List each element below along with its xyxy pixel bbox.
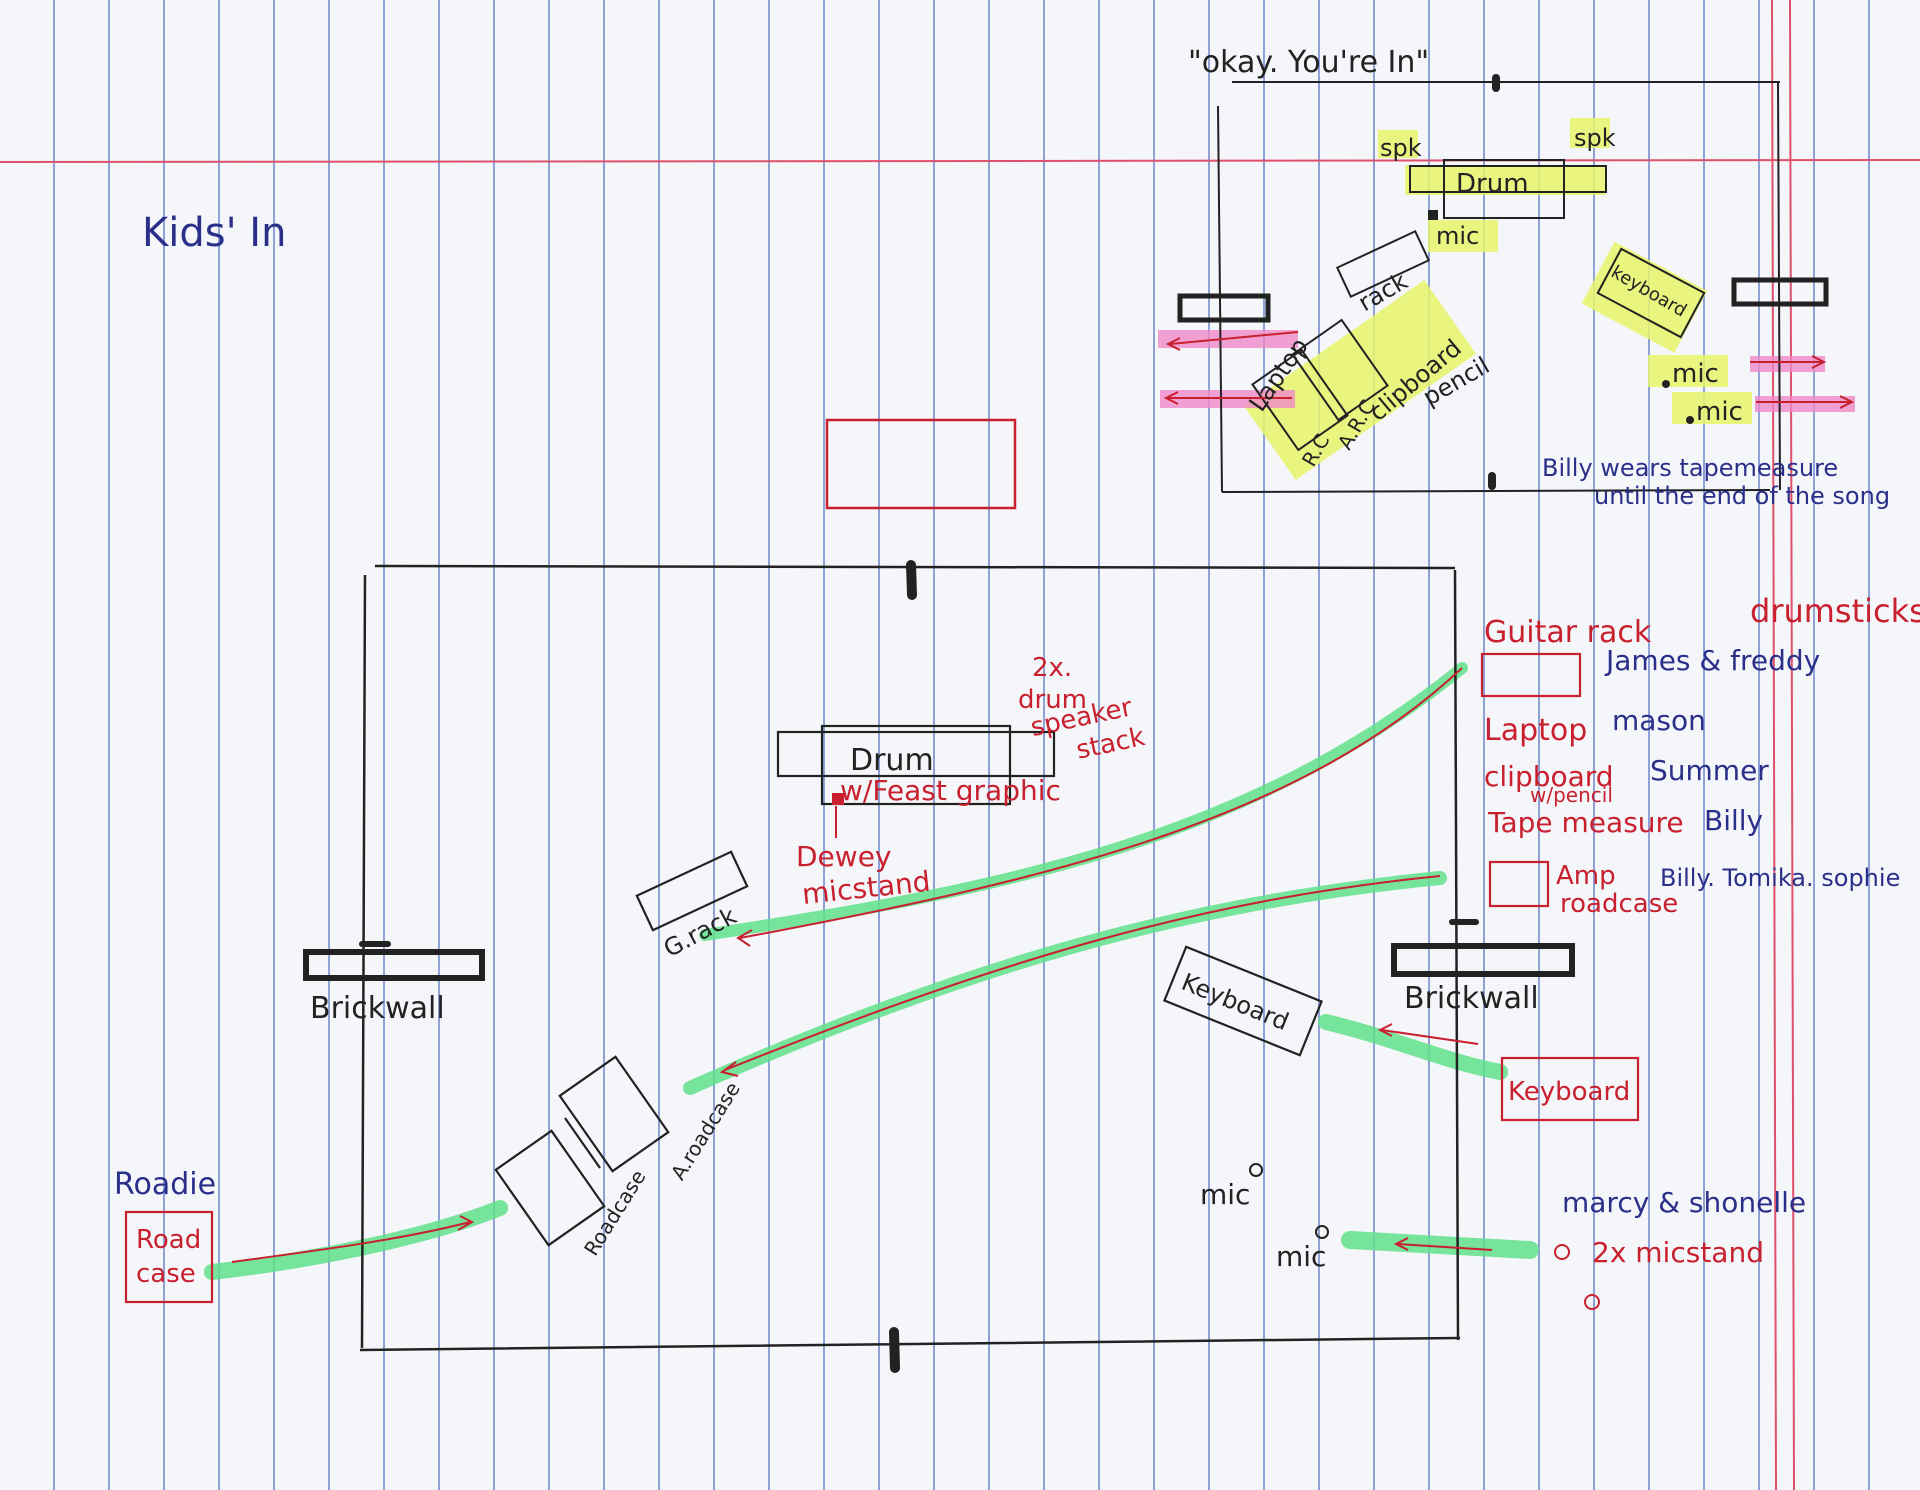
dewey-label: Dewey <box>796 840 891 873</box>
right-margin-line-2 <box>1789 0 1795 1490</box>
legend-laptop: Laptop <box>1484 713 1587 748</box>
drum-graphic-label: w/Feast graphic <box>840 774 1061 807</box>
legend-tape-measure: Tape measure <box>1487 806 1684 839</box>
inset-mic-b: mic <box>1696 397 1743 427</box>
legend-marcy-shonelle: marcy & shonelle <box>1562 1186 1806 1219</box>
top-margin-line <box>0 159 1920 163</box>
legend-drumsticks: drumsticks <box>1750 592 1920 630</box>
stage-mic-label-2: mic <box>1276 1240 1326 1273</box>
a-roadcase-label: A.roadcase <box>666 1078 745 1185</box>
roadcases <box>494 1055 670 1247</box>
mic-circle-1 <box>1249 1163 1263 1177</box>
g-rack-box <box>635 850 749 932</box>
legend-guitar-rack: Guitar rack <box>1484 615 1652 650</box>
inset-note-line2: until the end of the song <box>1594 482 1890 510</box>
brickwall-right-shape <box>1391 919 1575 977</box>
inset-mic-top: mic <box>1436 222 1479 250</box>
inset-mic-dot-b <box>1686 416 1694 424</box>
legend-case: case <box>136 1259 196 1289</box>
drum-speaker-label-1: 2x. <box>1032 653 1072 683</box>
legend-roadcase: roadcase <box>1560 889 1678 919</box>
inset-title: "okay. You're In" <box>1188 45 1429 80</box>
highlights <box>204 118 1855 1280</box>
inset-arrows <box>1163 331 1855 409</box>
inset-spk-left: spk <box>1380 134 1422 162</box>
legend-roadie: Roadie <box>114 1167 216 1202</box>
legend-mic-circle-2 <box>1584 1294 1600 1310</box>
screen-box <box>825 418 1017 510</box>
right-margin-line <box>1771 0 1777 1490</box>
inset-note-line1: Billy wears tapemeasure <box>1542 454 1838 482</box>
stage-mic-label-1: mic <box>1200 1178 1250 1211</box>
inset-mic-a: mic <box>1672 359 1719 389</box>
mic-circle-2 <box>1315 1225 1329 1239</box>
legend-w-pencil: w/pencil <box>1530 783 1613 807</box>
brickwall-right-label: Brickwall <box>1404 981 1539 1016</box>
inset-spk-right: spk <box>1574 124 1616 152</box>
drum-speaker-label-2: drum <box>1018 685 1087 715</box>
legend-mic-circle-1 <box>1554 1244 1570 1260</box>
inset-drum: Drum <box>1456 169 1529 199</box>
inset-mic-dot-a <box>1662 380 1670 388</box>
legend-clipboard: clipboard <box>1484 760 1614 793</box>
legend-keyboard: Keyboard <box>1508 1077 1630 1107</box>
movement-arrows <box>231 667 1493 1263</box>
inset-stage <box>1177 74 1829 493</box>
drum-riser <box>776 724 1056 806</box>
g-rack-label: G.rack <box>659 902 741 963</box>
stage-drum-label: Drum <box>850 743 934 778</box>
brickwall-left-shape <box>303 941 485 981</box>
legend-billy: Billy <box>1704 804 1763 837</box>
legend-2x-micstand: 2x micstand <box>1592 1236 1764 1269</box>
legend-amp: Amp <box>1556 861 1616 891</box>
legend-james-freddy: James & freddy <box>1604 644 1820 677</box>
legend-boxes <box>124 652 1640 1304</box>
inset-mic-marker <box>1428 210 1438 220</box>
text-layer: Kids' In "okay. You're In" Drum w/Feast … <box>114 45 1920 1289</box>
main-stage <box>359 560 1461 1373</box>
stage-keyboard-label: Keyboard <box>1178 968 1293 1036</box>
legend-road: Road <box>136 1225 201 1255</box>
page-title: Kids' In <box>142 210 286 256</box>
legend-mason: mason <box>1612 704 1706 737</box>
legend-billy-tomika-sophie: Billy. Tomika. sophie <box>1660 864 1900 892</box>
legend-summer: Summer <box>1650 754 1769 787</box>
dewey-micstand-marker <box>832 793 844 805</box>
stage-keyboard-box <box>1163 945 1323 1057</box>
roadcase-label: Roadcase <box>579 1166 650 1260</box>
brickwall-left-label: Brickwall <box>310 991 445 1026</box>
